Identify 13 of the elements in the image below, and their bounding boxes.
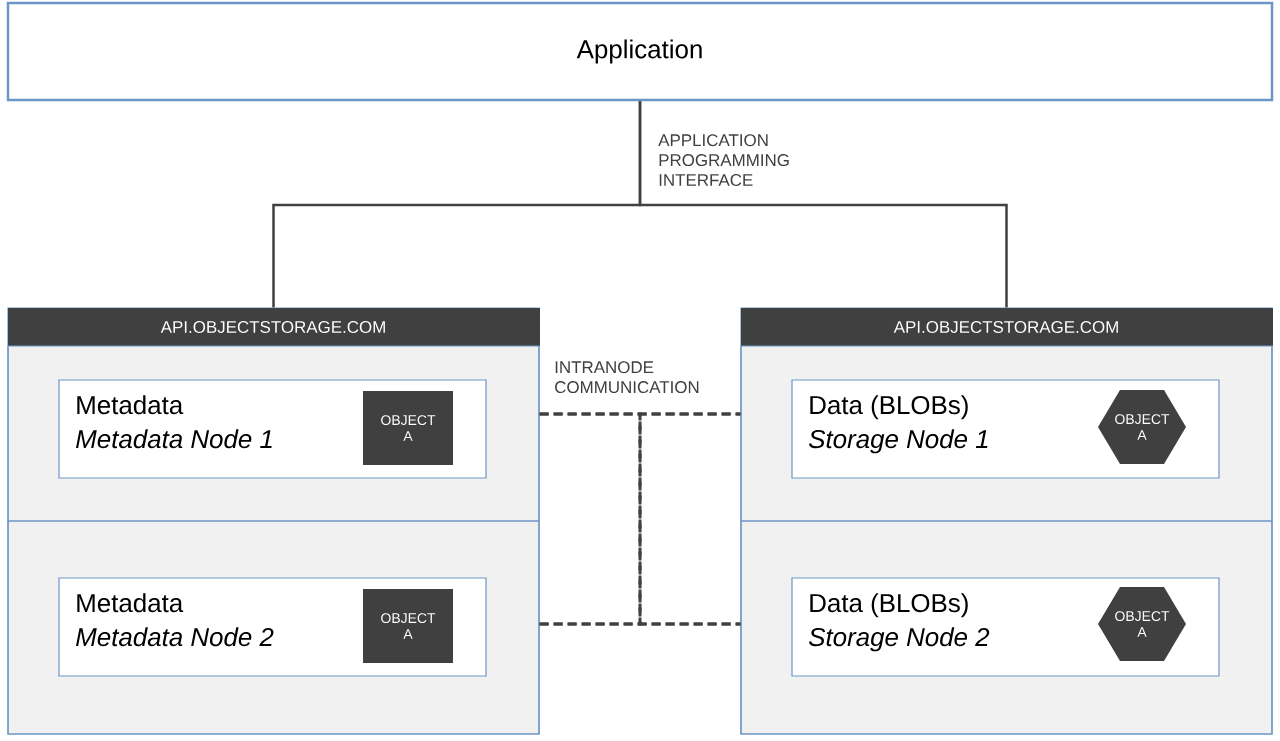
- object-square: OBJECT A: [363, 391, 453, 465]
- edge-label: APPLICATION PROGRAMMING INTERFACE: [658, 134, 789, 187]
- application-box: Application: [6, 1, 1274, 102]
- panel-section: [740, 345, 1273, 522]
- connector-line: [638, 101, 1008, 308]
- object-hexagon: OBJECT A: [1098, 587, 1186, 661]
- edge-label: INTRANODE COMMUNICATION: [555, 361, 699, 394]
- panel-section: [7, 345, 540, 522]
- panel-section: [740, 520, 1273, 735]
- connector-line: [539, 412, 741, 626]
- object-square: OBJECT A: [363, 589, 453, 663]
- panel-section: [7, 520, 540, 735]
- object-hexagon: OBJECT A: [1098, 390, 1186, 464]
